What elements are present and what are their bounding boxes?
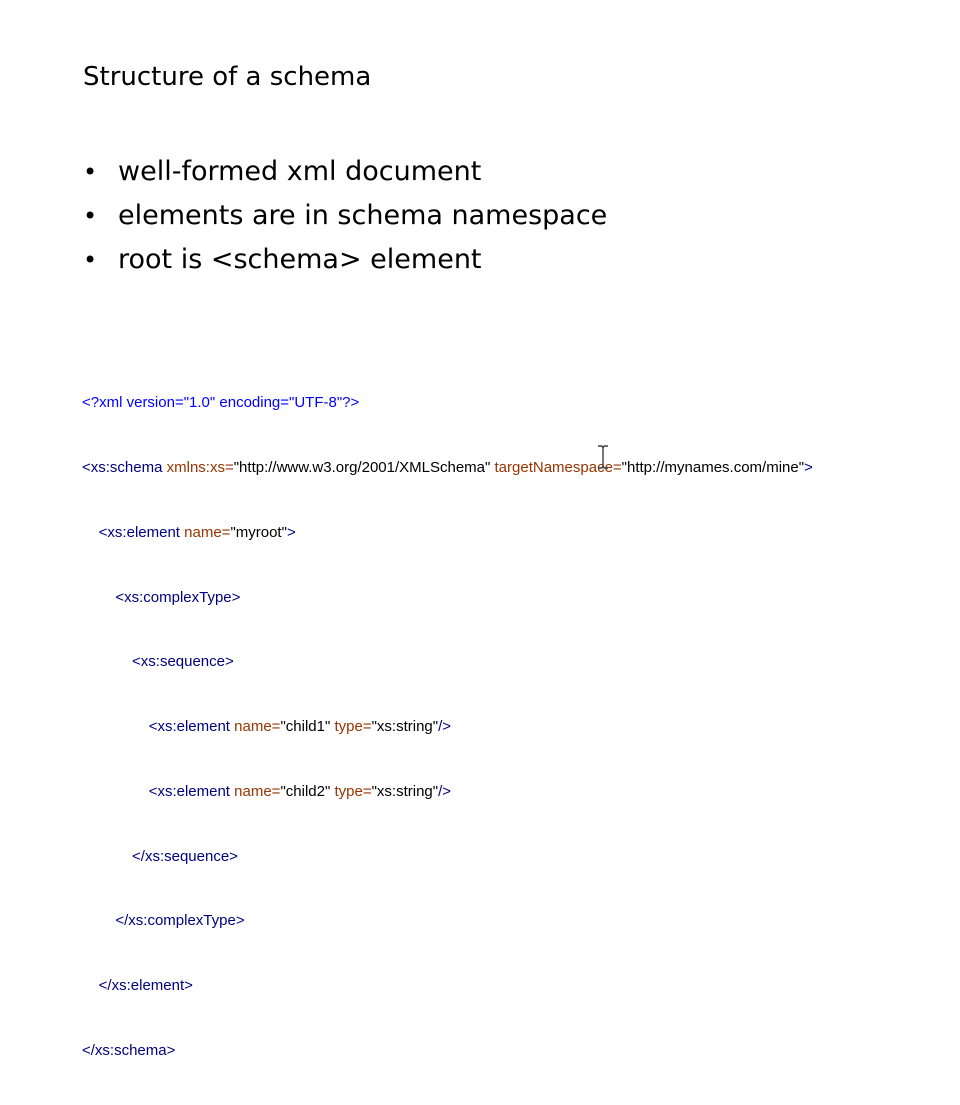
tag: </xs:element>: [98, 977, 193, 995]
bullet-icon: •: [83, 246, 98, 274]
tag: <xs:complexType>: [115, 588, 241, 606]
bullet-text: elements are in schema namespace: [118, 200, 608, 231]
bullet-item: • root is <schema> element: [83, 238, 607, 282]
code-line-element-myroot: <xs:element name="myroot">: [82, 522, 813, 544]
code-line-sequence-close: </xs:sequence>: [82, 846, 813, 868]
tag-close: >: [286, 523, 296, 541]
processing-instruction: <?xml version="1.0" encoding="UTF-8"?>: [82, 394, 360, 412]
code-line-complextype-close: </xs:complexType>: [82, 910, 813, 932]
code-line-element-close: </xs:element>: [82, 975, 813, 997]
bullet-item: • elements are in schema namespace: [83, 194, 607, 238]
code-line-schema-close: </xs:schema>: [82, 1040, 813, 1062]
code-line-complextype-open: <xs:complexType>: [82, 587, 813, 609]
attribute-name: name=: [184, 523, 231, 541]
tag-close: />: [438, 718, 452, 736]
code-line-xml-declaration: <?xml version="1.0" encoding="UTF-8"?>: [82, 392, 813, 414]
attribute-value: "http://mynames.com/mine": [621, 458, 805, 476]
attribute-value: "xs:string": [371, 718, 439, 736]
attribute-name: name=: [234, 782, 281, 800]
attribute-name: type=: [334, 782, 372, 800]
tag-open: <xs:schema: [82, 458, 163, 476]
attribute-name: type=: [334, 718, 372, 736]
attribute-name: targetNamespace=: [494, 458, 622, 476]
tag-close: />: [438, 782, 452, 800]
tag: <xs:sequence>: [132, 653, 234, 671]
bullet-icon: •: [83, 202, 98, 230]
attribute-value: "myroot": [230, 523, 287, 541]
tag-open: <xs:element: [98, 523, 180, 541]
bullet-icon: •: [83, 158, 98, 186]
tag: </xs:schema>: [82, 1042, 176, 1059]
tag: </xs:sequence>: [132, 847, 238, 865]
xml-code-block: <?xml version="1.0" encoding="UTF-8"?> <…: [82, 349, 813, 1105]
code-line-sequence-open: <xs:sequence>: [82, 651, 813, 673]
code-line-schema-open: <xs:schema xmlns:xs="http://www.w3.org/2…: [82, 457, 813, 479]
code-line-element-child1: <xs:element name="child1" type="xs:strin…: [82, 716, 813, 738]
tag-open: <xs:element: [148, 782, 230, 800]
attribute-value: "http://www.w3.org/2001/XMLSchema": [233, 458, 491, 476]
tag-close: >: [804, 458, 813, 476]
attribute-name: xmlns:xs=: [166, 458, 234, 476]
attribute-value: "xs:string": [371, 782, 439, 800]
slide-title: Structure of a schema: [83, 62, 372, 92]
tag: </xs:complexType>: [115, 912, 245, 930]
tag-open: <xs:element: [148, 718, 230, 736]
bullet-text: root is <schema> element: [118, 244, 482, 275]
slide: Structure of a schema • well-formed xml …: [82, 62, 813, 1059]
attribute-name: name=: [234, 718, 281, 736]
bullet-text: well-formed xml document: [118, 156, 482, 187]
code-line-element-child2: <xs:element name="child2" type="xs:strin…: [82, 781, 813, 803]
bullet-item: • well-formed xml document: [83, 150, 607, 194]
text-cursor-icon: [598, 445, 608, 469]
attribute-value: "child2": [280, 782, 331, 800]
bullet-list: • well-formed xml document • elements ar…: [83, 150, 607, 282]
attribute-value: "child1": [280, 718, 331, 736]
